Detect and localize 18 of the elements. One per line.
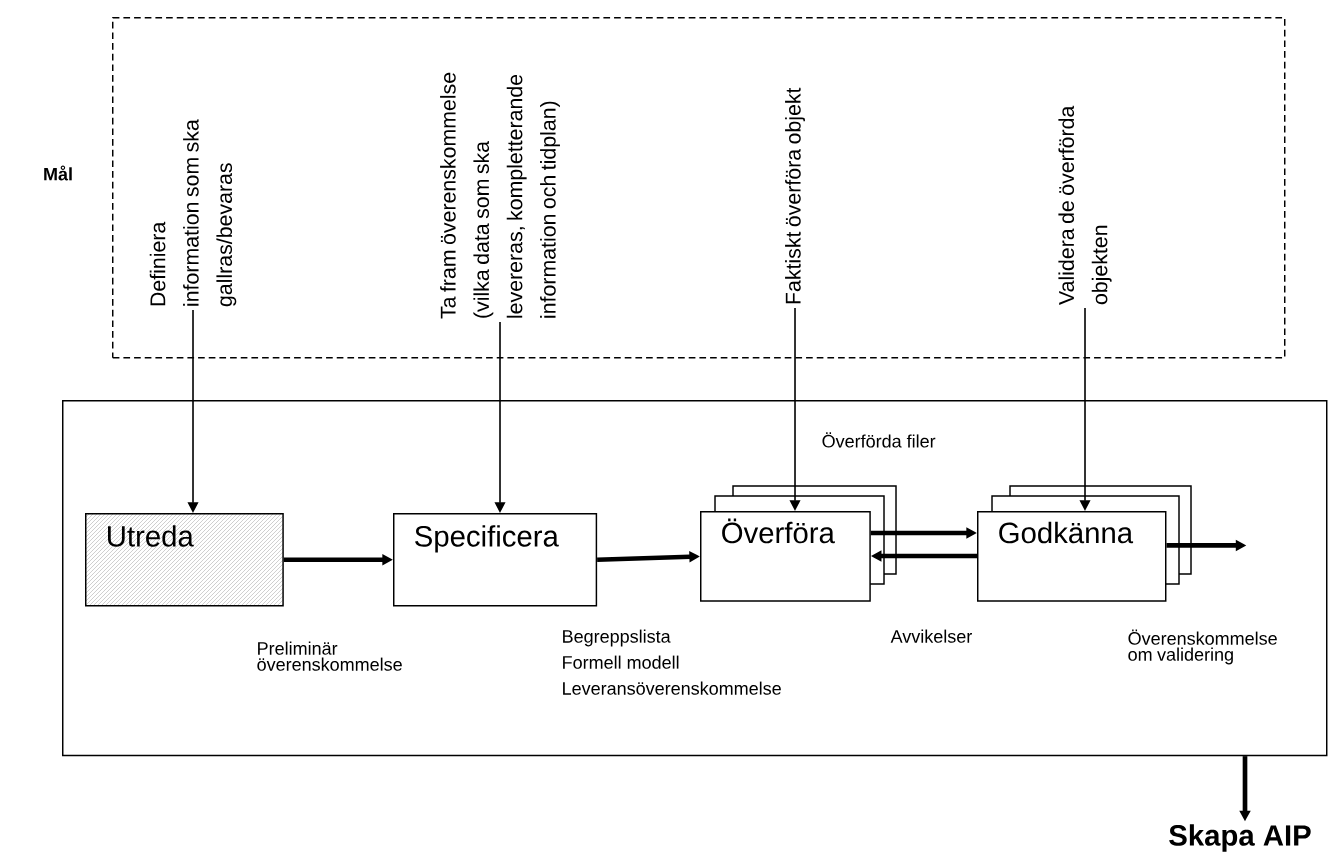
process-box: Specificera [393, 513, 598, 607]
rotated-text: Validera de överförda objekten [1058, 105, 1112, 305]
stacked-process-box: Överföra [700, 485, 897, 602]
rotated-text: Definiera information som ska gallras/bevaras [149, 119, 237, 307]
side-heading: Mål [44, 165, 72, 181]
stacked-process-box: Godkänna [977, 485, 1192, 602]
output-note: Formell modell [563, 655, 679, 669]
rotated-text: Faktiskt överföra objekt [785, 87, 805, 304]
process-box: Utreda [85, 513, 284, 607]
output-label: Skapa AIP [1169, 824, 1311, 852]
rotated-text: Ta fram överenskommelse (vilka data som ska levereras, kompletterande information och tidplan) [440, 72, 560, 319]
output-note: Begreppslista [563, 629, 671, 647]
output-note: Preliminär överenskommelse [257, 641, 402, 671]
output-note: Avvikelser [890, 629, 972, 643]
output-note: Överenskommelse om validering [1128, 629, 1277, 665]
output-note: Leveransöverenskommelse [563, 681, 781, 695]
frame [62, 400, 1328, 757]
output-note: Överförda filer [822, 432, 936, 448]
